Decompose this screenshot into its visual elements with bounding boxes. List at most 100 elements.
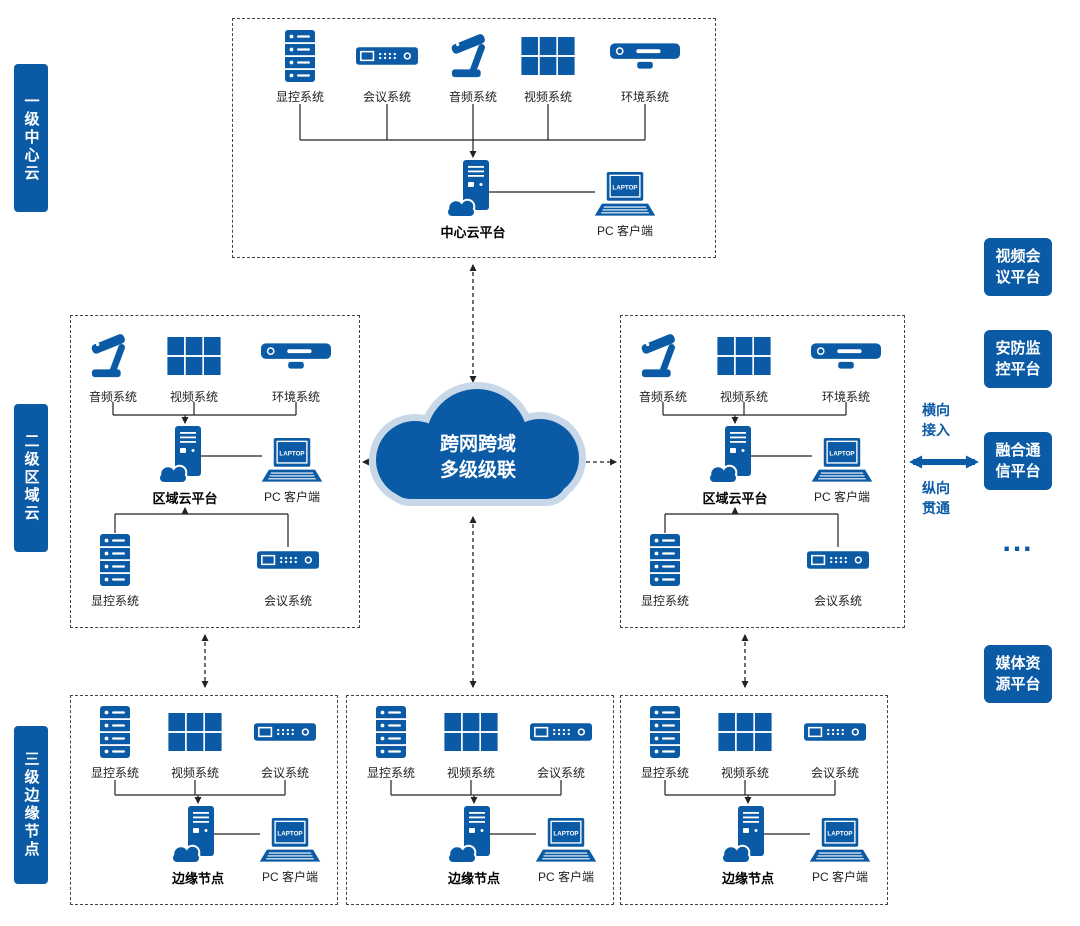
system-item: 会议系统 bbox=[519, 706, 603, 781]
laptop-icon: LAPTOP bbox=[795, 818, 885, 866]
platform-node: 区域云平台 bbox=[135, 426, 235, 507]
system-item: 音频系统 bbox=[431, 30, 515, 105]
system-item: 会议系统 bbox=[243, 706, 327, 781]
tier3-edge-group-3 bbox=[620, 695, 888, 905]
document-camera-icon bbox=[621, 330, 705, 382]
cloud-server-icon bbox=[424, 806, 524, 864]
platform-node: 中心云平台 bbox=[423, 160, 523, 241]
platform-tag-text: 媒体资源平台 bbox=[995, 655, 1041, 693]
tier2-region-group-left bbox=[70, 315, 360, 628]
video-wall-icon bbox=[702, 330, 786, 382]
video-wall-icon bbox=[152, 330, 236, 382]
platform-label: 区域云平台 bbox=[152, 491, 218, 506]
system-label: 显控系统 bbox=[366, 766, 415, 780]
cloud-title-line1: 跨网跨域 bbox=[440, 432, 516, 455]
tier-label-text: 二级区域云 bbox=[22, 433, 40, 523]
system-item: 会议系统 bbox=[246, 534, 330, 609]
platform-label: 边缘节点 bbox=[447, 871, 500, 886]
pc-client: LAPTOP PC 客户端 bbox=[247, 438, 337, 505]
client-label: PC 客户端 bbox=[813, 490, 870, 504]
system-label: 音频系统 bbox=[638, 390, 687, 404]
laptop-icon: LAPTOP bbox=[247, 438, 337, 486]
system-label: 音频系统 bbox=[448, 90, 497, 104]
pc-client: LAPTOP PC 客户端 bbox=[521, 818, 611, 885]
bar-display-icon bbox=[603, 30, 687, 82]
system-label: 环境系统 bbox=[271, 390, 320, 404]
system-label: 视频系统 bbox=[169, 390, 218, 404]
laptop-icon: LAPTOP bbox=[245, 818, 335, 866]
tier1-center-cloud-group bbox=[232, 18, 716, 258]
tier-label-text: 三级边缘节点 bbox=[22, 751, 40, 859]
video-wall-icon bbox=[153, 706, 237, 758]
system-label: 会议系统 bbox=[260, 766, 309, 780]
horizontal-access-label: 横向接入 bbox=[922, 402, 950, 439]
video-wall-icon bbox=[703, 706, 787, 758]
system-label: 显控系统 bbox=[640, 594, 689, 608]
system-item: 显控系统 bbox=[623, 534, 707, 609]
rack-unit-icon bbox=[243, 706, 327, 758]
system-label: 显控系统 bbox=[640, 766, 689, 780]
tier-label-region-cloud: 二级区域云 bbox=[14, 404, 48, 552]
tier-label-center-cloud: 一级中心云 bbox=[14, 64, 48, 212]
system-label: 视频系统 bbox=[170, 766, 219, 780]
laptop-icon: LAPTOP bbox=[521, 818, 611, 866]
system-item: 显控系统 bbox=[258, 30, 342, 105]
platform-tag-text: 视频会议平台 bbox=[995, 248, 1041, 286]
document-camera-icon bbox=[71, 330, 155, 382]
system-item: 会议系统 bbox=[796, 534, 880, 609]
platform-label: 边缘节点 bbox=[171, 871, 224, 886]
cloud-server-icon bbox=[135, 426, 235, 484]
svg-text:LAPTOP: LAPTOP bbox=[553, 830, 578, 837]
system-item: 环境系统 bbox=[254, 330, 338, 405]
rack-unit-icon bbox=[345, 30, 429, 82]
system-label: 环境系统 bbox=[821, 390, 870, 404]
platform-tag-text: 安防监控平台 bbox=[995, 340, 1041, 378]
cloud-server-icon bbox=[685, 426, 785, 484]
system-label: 会议系统 bbox=[810, 766, 859, 780]
cloud-server-icon bbox=[423, 160, 523, 218]
system-item: 显控系统 bbox=[623, 706, 707, 781]
platform-node: 区域云平台 bbox=[685, 426, 785, 507]
system-item: 视频系统 bbox=[702, 330, 786, 405]
solid-wires bbox=[112, 104, 847, 835]
system-item: 会议系统 bbox=[793, 706, 877, 781]
platform-tag-security-monitoring: 安防监控平台 bbox=[984, 330, 1052, 388]
svg-text:LAPTOP: LAPTOP bbox=[612, 184, 637, 191]
pc-client: LAPTOP PC 客户端 bbox=[795, 818, 885, 885]
client-label: PC 客户端 bbox=[263, 490, 320, 504]
svg-text:LAPTOP: LAPTOP bbox=[277, 830, 302, 837]
server-stack-icon bbox=[623, 706, 707, 758]
system-label: 音频系统 bbox=[88, 390, 137, 404]
system-item: 视频系统 bbox=[152, 330, 236, 405]
platform-node: 边缘节点 bbox=[424, 806, 524, 887]
vertical-through-label: 纵向贯通 bbox=[922, 480, 950, 517]
platform-node: 边缘节点 bbox=[698, 806, 798, 887]
tier3-edge-group-2 bbox=[346, 695, 614, 905]
system-label: 视频系统 bbox=[719, 390, 768, 404]
system-item: 视频系统 bbox=[153, 706, 237, 781]
laptop-icon: LAPTOP bbox=[580, 172, 670, 220]
platform-node: 边缘节点 bbox=[148, 806, 248, 887]
system-label: 环境系统 bbox=[620, 90, 669, 104]
server-stack-icon bbox=[73, 706, 157, 758]
pc-client: LAPTOP PC 客户端 bbox=[797, 438, 887, 505]
system-item: 视频系统 bbox=[703, 706, 787, 781]
svg-text:LAPTOP: LAPTOP bbox=[829, 450, 854, 457]
rack-unit-icon bbox=[246, 534, 330, 586]
platform-label: 边缘节点 bbox=[721, 871, 774, 886]
server-stack-icon bbox=[73, 534, 157, 586]
platform-label: 区域云平台 bbox=[702, 491, 768, 506]
more-platforms-ellipsis: ... bbox=[1002, 525, 1034, 558]
system-item: 环境系统 bbox=[804, 330, 888, 405]
rack-unit-icon bbox=[519, 706, 603, 758]
system-item: 会议系统 bbox=[345, 30, 429, 105]
cloud-server-icon bbox=[148, 806, 248, 864]
client-label: PC 客户端 bbox=[811, 870, 868, 884]
system-label: 会议系统 bbox=[536, 766, 585, 780]
bar-display-icon bbox=[254, 330, 338, 382]
system-label: 显控系统 bbox=[90, 594, 139, 608]
system-label: 会议系统 bbox=[263, 594, 312, 608]
system-label: 视频系统 bbox=[446, 766, 495, 780]
